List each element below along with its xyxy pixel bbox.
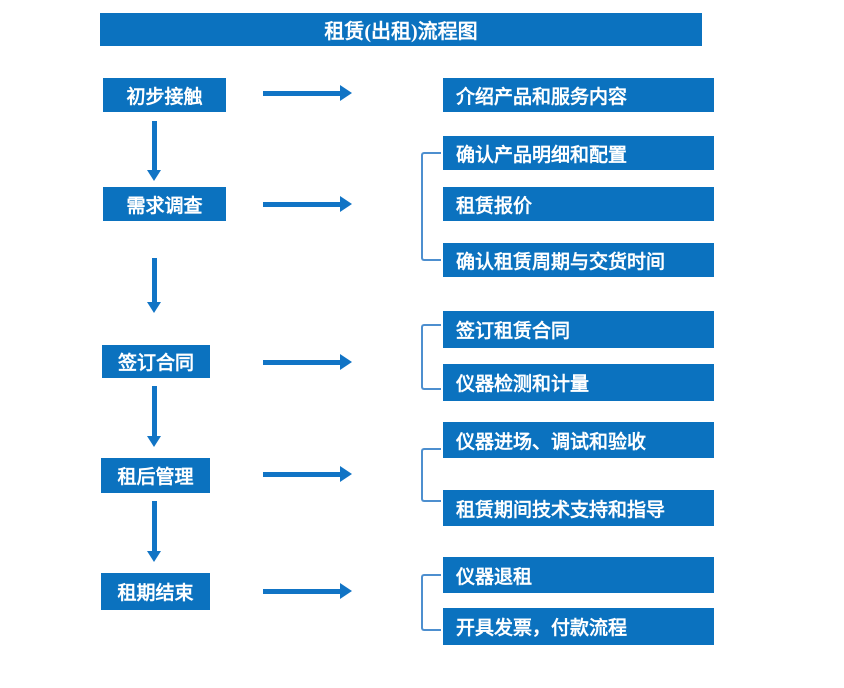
right-arrow-icon xyxy=(263,85,352,101)
down-arrow-icon xyxy=(147,501,161,562)
bracket-connector xyxy=(421,574,441,631)
detail-confirm-period-delivery: 确认租赁周期与交货时间 xyxy=(443,243,714,277)
bracket-connector xyxy=(421,152,441,261)
detail-rental-quote: 租赁报价 xyxy=(443,187,714,221)
bracket-connector xyxy=(421,324,441,390)
detail-instrument-testing: 仪器检测和计量 xyxy=(443,364,714,401)
right-arrow-icon xyxy=(263,466,352,482)
step-sign-contract: 签订合同 xyxy=(102,345,210,378)
detail-introduce-products: 介绍产品和服务内容 xyxy=(443,78,714,112)
right-arrow-icon xyxy=(263,196,352,212)
right-arrow-icon xyxy=(263,583,352,599)
down-arrow-icon xyxy=(147,386,161,447)
title-bar: 租赁(出租)流程图 xyxy=(100,13,702,46)
detail-technical-support: 租赁期间技术支持和指导 xyxy=(443,490,714,526)
down-arrow-icon xyxy=(147,258,161,313)
detail-invoice-payment: 开具发票，付款流程 xyxy=(443,608,714,645)
detail-confirm-product-config: 确认产品明细和配置 xyxy=(443,136,714,170)
detail-instrument-return: 仪器退租 xyxy=(443,557,714,593)
detail-instrument-setup-acceptance: 仪器进场、调试和验收 xyxy=(443,422,714,458)
page-title: 租赁(出租)流程图 xyxy=(324,21,478,43)
detail-sign-rental-contract: 签订租赁合同 xyxy=(443,311,714,348)
right-arrow-icon xyxy=(263,354,352,370)
step-post-rental-management: 租后管理 xyxy=(101,458,210,493)
down-arrow-icon xyxy=(147,121,161,181)
step-initial-contact: 初步接触 xyxy=(103,78,226,112)
step-rental-end: 租期结束 xyxy=(101,573,210,610)
bracket-connector xyxy=(421,448,441,502)
step-demand-survey: 需求调查 xyxy=(103,187,226,221)
